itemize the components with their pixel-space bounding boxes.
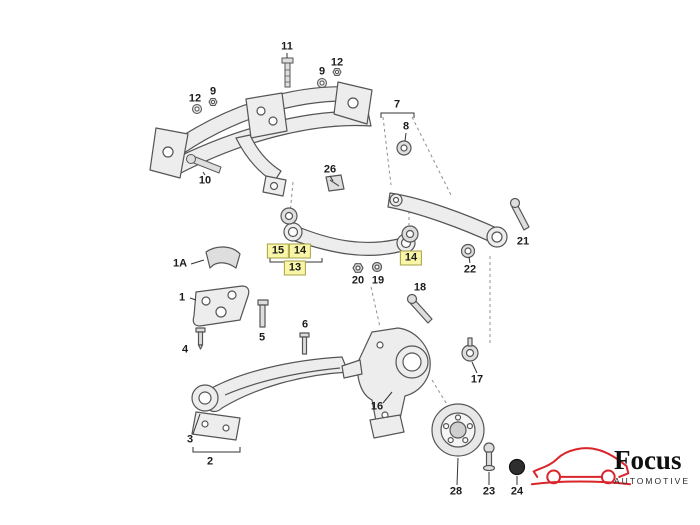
car-icon bbox=[530, 447, 632, 486]
fasteners-top bbox=[186, 57, 342, 174]
subframe-drawing bbox=[149, 81, 373, 197]
brand-subtitle: AUTOMOTIVE bbox=[613, 475, 690, 486]
transverse-arm-drawing bbox=[325, 140, 530, 248]
upper-arm-drawing bbox=[280, 207, 476, 273]
brand-logo: Focus AUTOMOTIVE bbox=[530, 434, 690, 498]
brand-name: Focus bbox=[613, 444, 682, 475]
hub-drawing bbox=[431, 403, 526, 476]
leader-lines bbox=[189, 53, 518, 486]
trailing-arm-drawing bbox=[191, 356, 349, 441]
knuckle-drawing bbox=[341, 293, 479, 439]
bracket-drawing bbox=[192, 246, 310, 355]
